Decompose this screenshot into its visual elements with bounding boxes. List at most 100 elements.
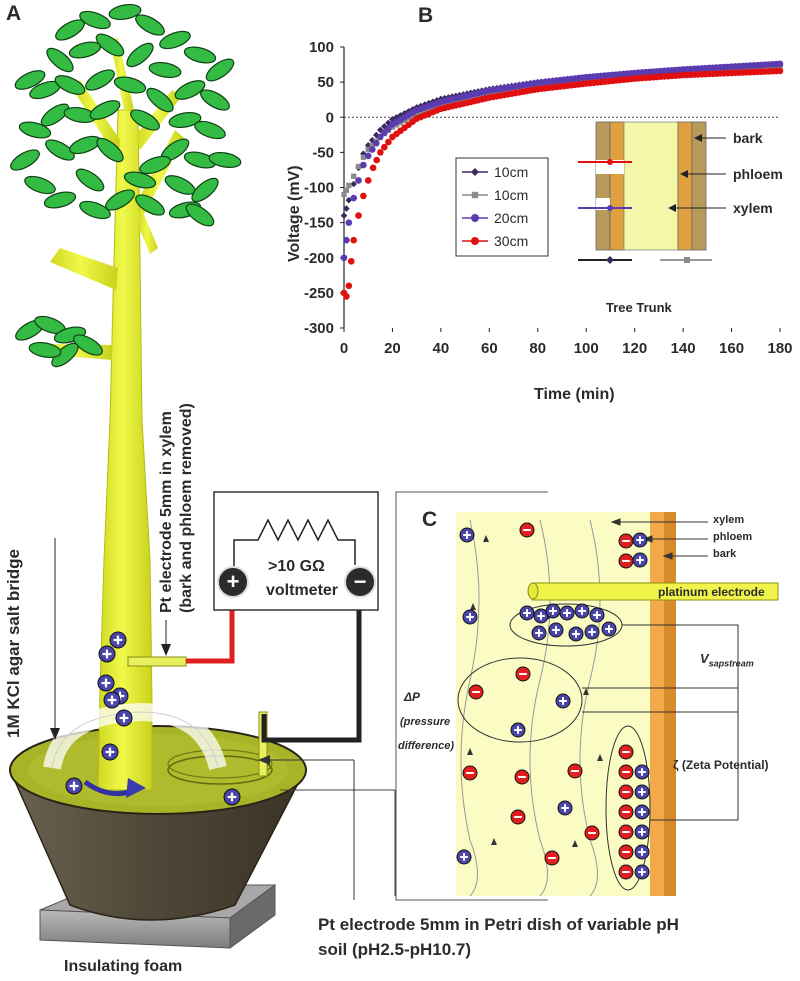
leaf: [45, 139, 75, 161]
pressure-label-1: (pressure: [400, 716, 451, 728]
leaf: [18, 121, 52, 139]
data-point: [340, 254, 348, 262]
data-point: [393, 114, 400, 121]
x-tick-label: 160: [719, 340, 744, 357]
data-point: [497, 89, 504, 95]
panel-c-letter: C: [422, 508, 438, 531]
data-point: [381, 143, 388, 151]
c-platinum-electrode-label: platinum electrode: [658, 585, 765, 599]
positive-ion: [97, 674, 115, 692]
data-point: [350, 194, 357, 202]
y-tick-label: -150: [304, 215, 334, 232]
positive-ion: [634, 784, 650, 800]
x-tick-label: 80: [529, 340, 546, 357]
leaf: [139, 155, 171, 175]
data-point: [482, 92, 489, 98]
data-point: [360, 154, 367, 160]
positive-ion: [634, 864, 650, 880]
branch-right-small: [138, 205, 158, 254]
pressure-label-2: difference): [398, 740, 455, 752]
positive-ion: [584, 624, 600, 640]
leaf: [183, 46, 217, 64]
leaf: [205, 58, 235, 82]
positive-ion: [632, 532, 648, 548]
leaf: [96, 137, 124, 163]
y-tick-label: -200: [304, 250, 334, 267]
leaf: [10, 149, 40, 171]
leaf: [130, 109, 160, 131]
data-point: [346, 182, 352, 189]
panel-c-frame: [395, 491, 548, 901]
negative-ion: [584, 825, 600, 841]
c-xylem-label: xylem: [713, 514, 745, 526]
leaf: [191, 177, 219, 203]
data-point: [340, 212, 348, 219]
y-tick-label: -50: [312, 144, 334, 161]
data-point: [347, 257, 355, 265]
c-phloem-label: phloem: [713, 531, 753, 543]
data-point: [409, 113, 416, 119]
c-bark-label: bark: [713, 548, 737, 560]
leaf: [174, 80, 206, 100]
negative-ion: [514, 769, 530, 785]
inset-bark-label: bark: [733, 130, 763, 146]
data-point: [355, 212, 362, 219]
data-point: [471, 214, 479, 222]
leaf: [135, 14, 165, 36]
leaf: [194, 120, 226, 140]
data-point: [776, 60, 784, 68]
series-3: [340, 67, 784, 300]
data-point: [355, 163, 362, 170]
data-point: [471, 168, 479, 176]
x-tick-label: 20: [384, 340, 401, 357]
voltmeter-resistance: >10 GΩ: [268, 558, 325, 575]
data-point: [364, 152, 372, 160]
leaf: [126, 42, 154, 68]
data-point: [343, 293, 350, 300]
positive-ion: [459, 527, 475, 543]
positive-ion: [557, 800, 573, 816]
data-point: [345, 219, 353, 226]
data-point: [369, 164, 377, 172]
negative-ion: [462, 765, 478, 781]
leaf: [79, 10, 111, 30]
negative-ion: [519, 522, 535, 538]
leaf: [168, 111, 202, 129]
negative-ion: [618, 533, 634, 549]
v-sapstream-sub: sapstream: [708, 658, 754, 669]
data-point: [377, 126, 384, 134]
leaf: [123, 171, 157, 189]
data-point: [350, 236, 357, 244]
inset-xylem-label: xylem: [733, 200, 773, 216]
panel-a-ions: [65, 631, 241, 806]
positive-ion: [548, 622, 564, 638]
negative-ion: [510, 809, 526, 825]
positive-terminal: +: [217, 566, 249, 598]
positive-ion: [103, 691, 121, 709]
leaf: [14, 70, 46, 90]
data-point: [414, 111, 420, 117]
positive-ion: [634, 824, 650, 840]
legend-label: 10cm: [494, 187, 528, 203]
leaf: [200, 89, 230, 111]
data-point: [350, 180, 357, 188]
leaf: [95, 33, 125, 57]
negative-ion: [618, 784, 634, 800]
leaf: [79, 200, 111, 220]
data-point: [341, 191, 347, 198]
data-point: [364, 177, 372, 184]
leaf: [24, 175, 56, 195]
panel-b-letter: B: [418, 4, 434, 27]
negative-wire: [261, 592, 362, 743]
data-point: [369, 142, 375, 148]
leaf: [135, 194, 165, 216]
x-tick-label: 0: [340, 340, 348, 357]
data-point: [372, 139, 380, 147]
data-point: [377, 149, 384, 156]
data-point: [373, 156, 381, 164]
inset-title: Tree Trunk: [606, 300, 672, 315]
negative-ion: [468, 684, 484, 700]
positive-ion: [98, 645, 116, 663]
voltmeter-label: voltmeter: [266, 582, 339, 599]
